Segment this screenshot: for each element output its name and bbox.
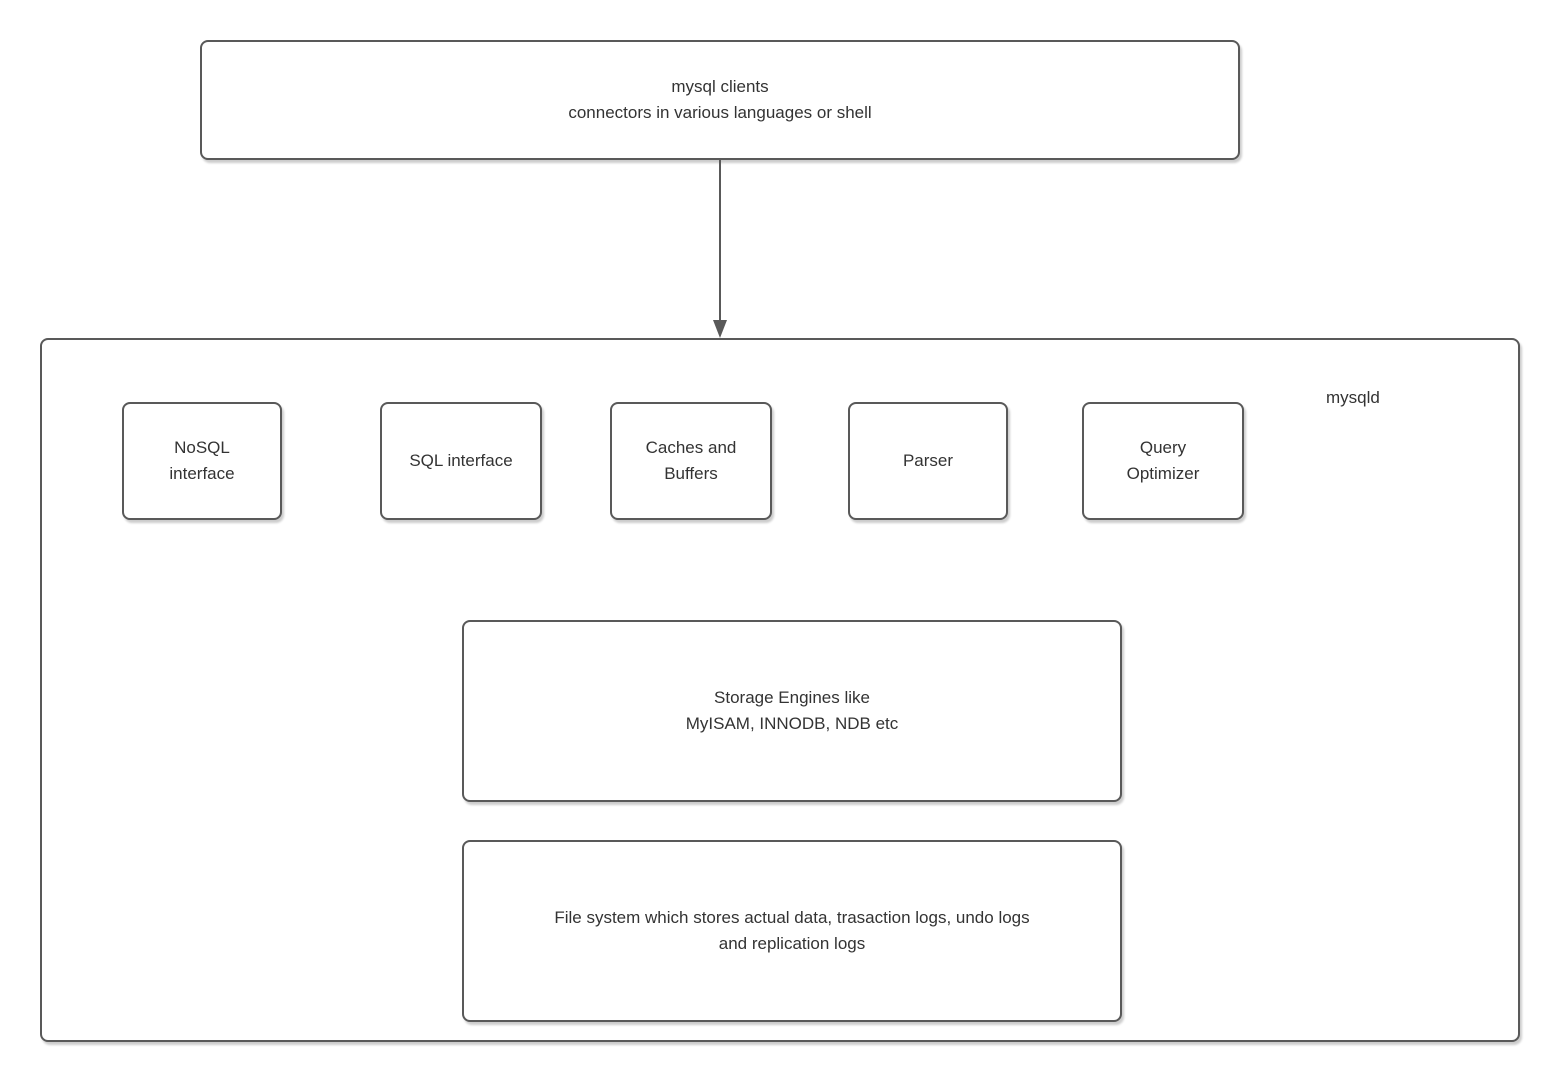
- storage-engines-label: Storage Engines like MyISAM, INNODB, NDB…: [685, 688, 899, 733]
- mysqld-label: mysqld: [1326, 388, 1380, 407]
- caches-and-buffers-box: Caches and Buffers: [610, 402, 772, 520]
- sql-interface-box: SQL interface: [380, 402, 542, 520]
- file-system-box: File system which stores actual data, tr…: [462, 840, 1122, 1022]
- storage-engines-box: Storage Engines like MyISAM, INNODB, NDB…: [462, 620, 1122, 802]
- mysqld-container-box: mysqld NoSQL interface SQL interface Cac…: [40, 338, 1520, 1042]
- parser-label: Parser: [902, 451, 954, 470]
- mysql-clients-label: mysql clients connectors in various lang…: [568, 77, 872, 122]
- query-optimizer-box: Query Optimizer: [1082, 402, 1244, 520]
- nosql-interface-box: NoSQL interface: [122, 402, 282, 520]
- sql-interface-label: SQL interface: [409, 451, 513, 470]
- query-optimizer-label: Query Optimizer: [1126, 438, 1200, 483]
- caches-and-buffers-label: Caches and Buffers: [645, 438, 737, 483]
- nosql-interface-label: NoSQL interface: [169, 438, 235, 483]
- mysql-clients-box: mysql clients connectors in various lang…: [200, 40, 1240, 160]
- parser-box: Parser: [848, 402, 1008, 520]
- clients-to-mysqld-arrow: [713, 160, 727, 338]
- file-system-label: File system which stores actual data, tr…: [554, 908, 1030, 953]
